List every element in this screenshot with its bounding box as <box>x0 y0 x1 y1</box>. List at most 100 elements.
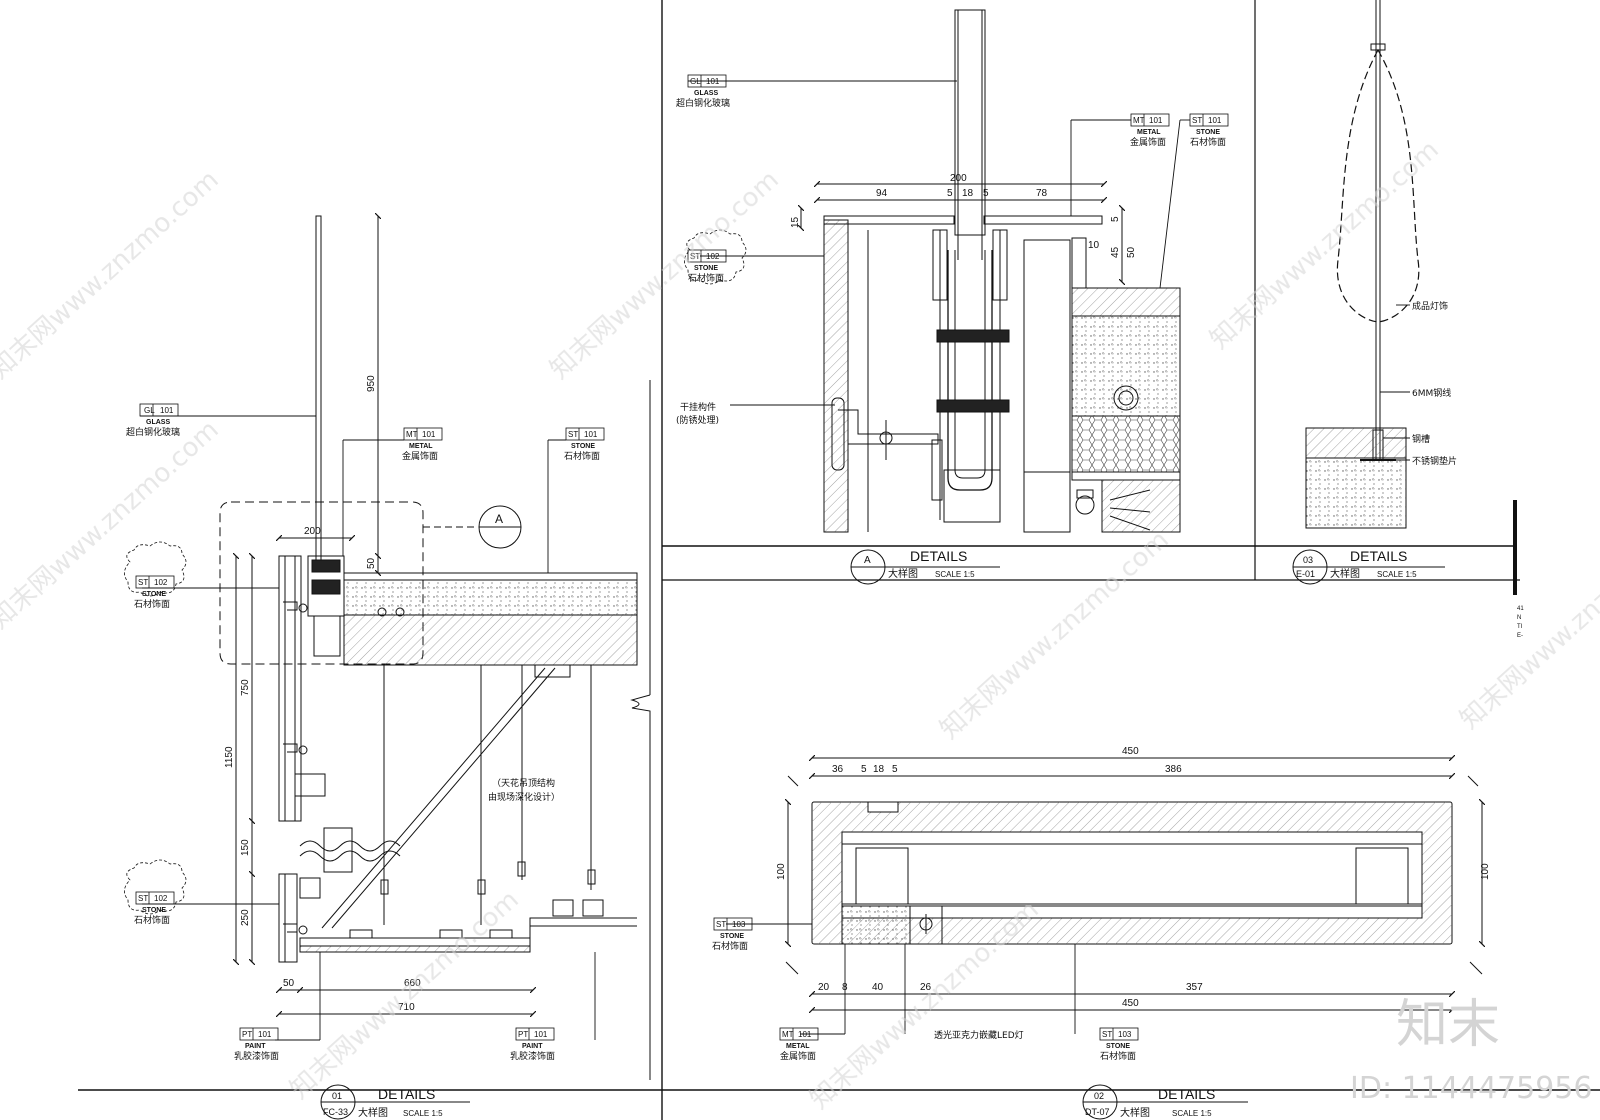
svg-text:102: 102 <box>154 578 168 587</box>
svg-text:STONE: STONE <box>1196 129 1220 136</box>
svg-text:知末网www.znzmo.com: 知末网www.znzmo.com <box>1205 135 1445 355</box>
svg-text:50: 50 <box>283 978 295 989</box>
svg-text:ST: ST <box>1102 1030 1112 1039</box>
svg-text:450: 450 <box>1122 746 1139 757</box>
svg-text:STONE: STONE <box>694 265 718 272</box>
tag-da-glass: GL 101 GLASS 超白钢化玻璃 <box>676 74 730 109</box>
svg-text:大样图: 大样图 <box>1120 1106 1150 1119</box>
svg-text:100: 100 <box>1480 863 1491 880</box>
svg-text:101: 101 <box>1208 116 1222 125</box>
svg-text:103: 103 <box>1118 1030 1132 1039</box>
svg-text:超白钢化玻璃: 超白钢化玻璃 <box>126 426 180 438</box>
svg-text:石材饰面: 石材饰面 <box>1100 1050 1136 1062</box>
svg-text:101: 101 <box>1149 116 1163 125</box>
svg-text:45: 45 <box>1110 246 1121 258</box>
svg-text:200: 200 <box>304 526 321 537</box>
svg-text:SCALE 1:5: SCALE 1:5 <box>1172 1109 1212 1118</box>
svg-text:710: 710 <box>398 1002 415 1013</box>
svg-text:DETAILS: DETAILS <box>910 548 967 564</box>
svg-text:01: 01 <box>332 1091 342 1101</box>
svg-text:乳胶漆饰面: 乳胶漆饰面 <box>510 1050 555 1062</box>
svg-text:知末网www.znzmo.com: 知末网www.znzmo.com <box>0 165 225 385</box>
svg-text:METAL: METAL <box>786 1043 810 1050</box>
svg-text:101: 101 <box>534 1030 548 1039</box>
svg-text:250: 250 <box>240 909 251 926</box>
svg-text:18: 18 <box>873 764 885 775</box>
tag-d02-stone-b: ST 103 STONE 石材饰面 <box>1099 1027 1139 1062</box>
svg-text:SCALE 1:5: SCALE 1:5 <box>1377 570 1417 579</box>
svg-text:大样图: 大样图 <box>1330 567 1360 580</box>
svg-text:357: 357 <box>1186 982 1203 993</box>
svg-text:STONE: STONE <box>142 907 166 914</box>
svg-text:03: 03 <box>1303 555 1313 565</box>
svg-text:大样图: 大样图 <box>888 567 918 580</box>
svg-text:101: 101 <box>706 77 720 86</box>
svg-text:36: 36 <box>832 764 844 775</box>
svg-text:ST: ST <box>1192 116 1202 125</box>
svg-text:1150: 1150 <box>224 746 235 768</box>
svg-text:DETAILS: DETAILS <box>378 1086 435 1102</box>
svg-text:A: A <box>864 555 871 566</box>
svg-text:101: 101 <box>584 430 598 439</box>
svg-text:METAL: METAL <box>409 443 433 450</box>
svg-text:MT: MT <box>782 1030 794 1039</box>
svg-text:102: 102 <box>706 252 720 261</box>
svg-text:18: 18 <box>962 188 974 199</box>
detail-02-title: 02 DT-07 DETAILS 大样图 SCALE 1:5 <box>1085 1086 1215 1119</box>
svg-text:SCALE 1:5: SCALE 1:5 <box>403 1109 443 1118</box>
svg-text:E-: E- <box>1517 633 1523 639</box>
detail-01-dimension-labels: 200 950 50 750 1150 150 250 50 660 710 <box>224 375 421 1013</box>
svg-text:大样图: 大样图 <box>358 1106 388 1119</box>
svg-text:5: 5 <box>861 764 867 775</box>
svg-text:5: 5 <box>892 764 898 775</box>
tag-d01-glass: GL 101 GLASS 超白钢化玻璃 <box>126 403 180 438</box>
svg-text:100: 100 <box>776 863 787 880</box>
svg-text:103: 103 <box>732 920 746 929</box>
svg-text:750: 750 <box>240 679 251 696</box>
svg-text:知末网www.znzmo.com: 知末网www.znzmo.com <box>1455 515 1600 735</box>
tag-da-metal: MT 101 METAL 金属饰面 <box>1130 113 1170 148</box>
detail-a-title: A DETAILS 大样图 SCALE 1:5 <box>864 548 975 580</box>
bracket-note-line2: (防锈处理) <box>676 414 719 426</box>
groove-label: 钢槽 <box>1412 433 1430 445</box>
svg-text:GLASS: GLASS <box>694 90 718 97</box>
detail-02-drawing <box>662 758 1600 1120</box>
svg-text:5: 5 <box>983 188 989 199</box>
tag-d01-stone-left1: ST 102 STONE 石材饰面 <box>124 541 187 610</box>
tag-d01-stone-left2: ST 102 STONE 石材饰面 <box>124 859 187 926</box>
svg-text:PAINT: PAINT <box>522 1043 543 1050</box>
svg-text:E-01: E-01 <box>1296 569 1315 579</box>
svg-text:ST: ST <box>716 920 726 929</box>
svg-text:ST: ST <box>690 252 700 261</box>
svg-text:20: 20 <box>818 982 830 993</box>
svg-text:50: 50 <box>366 557 377 569</box>
svg-text:知末网www.znzmo.com: 知末网www.znzmo.com <box>285 885 525 1105</box>
tag-d01-paint-right: PT 101 PAINT 乳胶漆饰面 <box>510 1027 555 1062</box>
detail-03-title: 03 E-01 DETAILS 大样图 SCALE 1:5 <box>1296 548 1417 580</box>
tag-d02-metal: MT 101 METAL 金属饰面 <box>779 1027 819 1062</box>
svg-text:94: 94 <box>876 188 888 199</box>
svg-text:78: 78 <box>1036 188 1048 199</box>
svg-text:150: 150 <box>240 839 251 856</box>
watermark-brand: 知末 <box>1396 995 1500 1055</box>
svg-text:DETAILS: DETAILS <box>1350 548 1407 564</box>
detail-01-leaders <box>140 415 596 1041</box>
svg-text:超白钢化玻璃: 超白钢化玻璃 <box>676 97 730 109</box>
svg-text:02: 02 <box>1094 1091 1104 1101</box>
svg-text:石材饰面: 石材饰面 <box>688 272 724 284</box>
svg-text:386: 386 <box>1165 764 1182 775</box>
led-label: 透光亚克力嵌藏LED灯 <box>934 1029 1024 1041</box>
svg-text:450: 450 <box>1122 998 1139 1009</box>
detail-01-drawing <box>78 216 662 1120</box>
svg-text:PAINT: PAINT <box>245 1043 266 1050</box>
svg-text:10: 10 <box>1088 240 1100 251</box>
svg-text:GL: GL <box>144 406 155 415</box>
svg-text:ST: ST <box>138 894 148 903</box>
svg-text:知末网www.znzmo.com: 知末网www.znzmo.com <box>545 165 785 385</box>
svg-text:5: 5 <box>947 188 953 199</box>
svg-text:660: 660 <box>404 978 421 989</box>
svg-text:DT-07: DT-07 <box>1085 1107 1110 1117</box>
svg-text:MT: MT <box>1133 116 1145 125</box>
svg-text:TI: TI <box>1517 624 1523 630</box>
